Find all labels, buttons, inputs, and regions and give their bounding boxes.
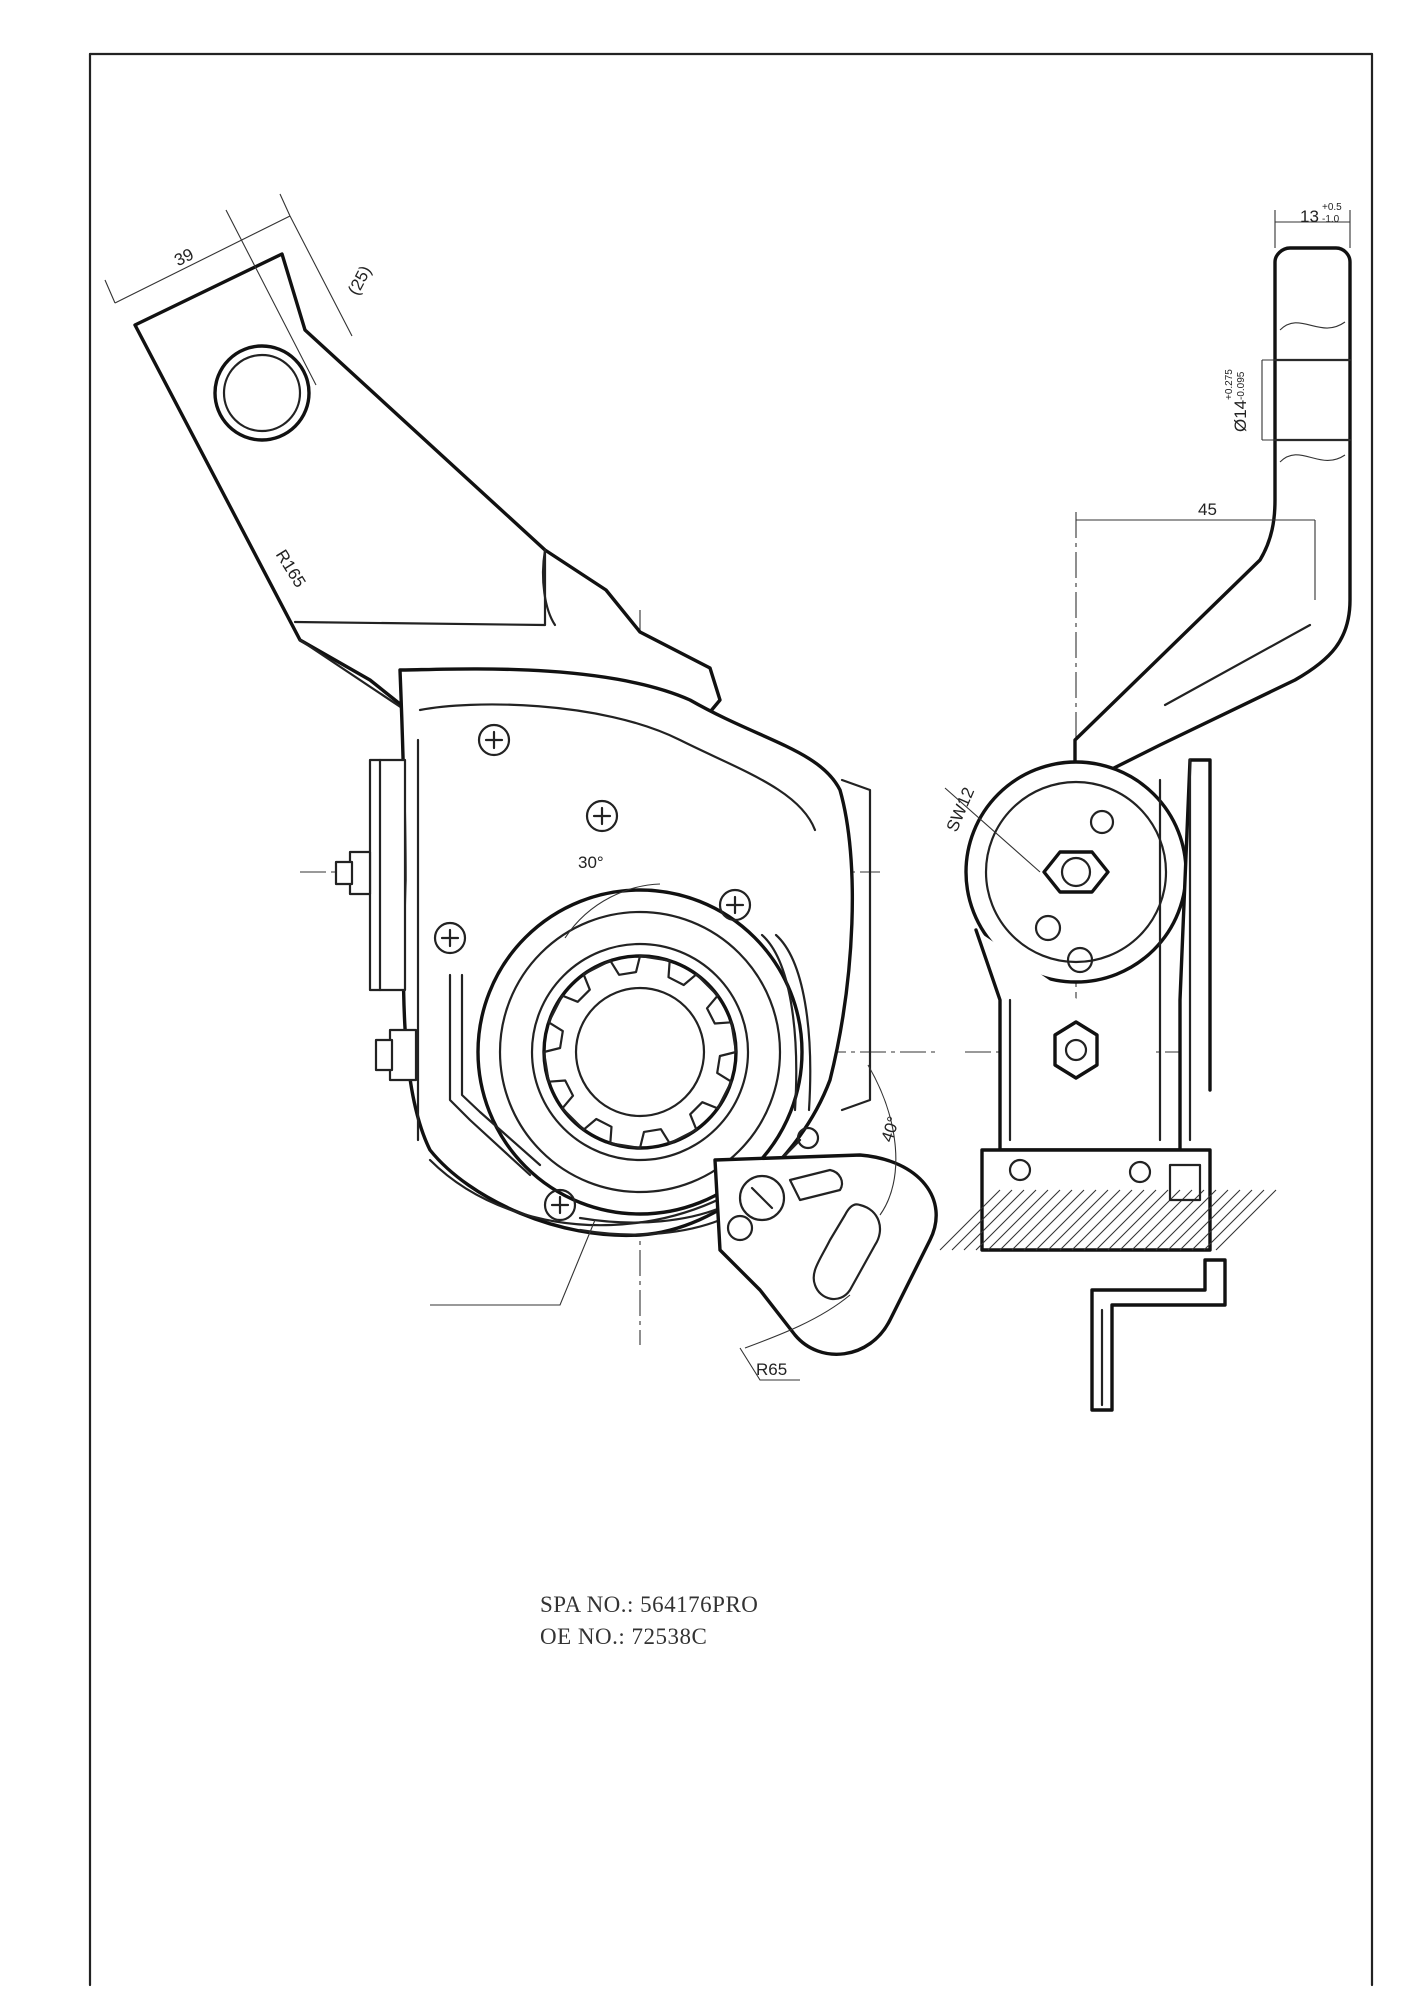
- hatch-line: [1203, 1189, 1265, 1251]
- hatch-line: [1035, 1189, 1097, 1251]
- dim-angle-side: 40°: [877, 1114, 903, 1144]
- section-hatch: [939, 1189, 1277, 1251]
- spline-profile: [542, 954, 738, 1150]
- hatch-line: [1011, 1189, 1073, 1251]
- dim-thickness: 13: [1300, 207, 1319, 226]
- side-view: [939, 210, 1352, 1412]
- dim-hole-dia: Ø14: [1231, 400, 1250, 432]
- screw-heads: [433, 723, 752, 1222]
- hatch-line: [987, 1189, 1049, 1251]
- hatch-line: [1107, 1189, 1169, 1251]
- hatch-line: [1215, 1189, 1277, 1251]
- hatch-line: [939, 1189, 1001, 1251]
- dim-arm-offset: (25): [344, 263, 375, 299]
- dim-arm-width: 39: [171, 245, 196, 271]
- dim-thickness-tol-upper: +0.5: [1322, 202, 1342, 213]
- hatch-line: [1071, 1189, 1133, 1251]
- bore-circle: [574, 986, 706, 1118]
- hatch-line: [1023, 1189, 1085, 1251]
- hatch-line: [1083, 1189, 1145, 1251]
- oe-number: OE NO.: 72538C: [540, 1624, 708, 1649]
- spline-teeth: [542, 954, 738, 1150]
- hatch-line: [1155, 1189, 1217, 1251]
- dim-hole-tol-lower: -0.095: [1236, 371, 1247, 400]
- dim-side-offset: 45: [1198, 500, 1217, 519]
- hatch-line: [999, 1189, 1061, 1251]
- dim-thickness-tol-lower: -1.0: [1322, 214, 1340, 225]
- hatch-line: [1179, 1189, 1241, 1251]
- hatch-line: [1047, 1189, 1109, 1251]
- spa-number: SPA NO.: 564176PRO: [540, 1592, 759, 1617]
- hatch-line: [951, 1189, 1013, 1251]
- hatch-line: [1167, 1189, 1229, 1251]
- dim-wrench-size: SW12: [943, 785, 979, 835]
- hatch-line: [1059, 1189, 1121, 1251]
- hatch-line: [1191, 1189, 1253, 1251]
- hatch-line: [963, 1189, 1025, 1251]
- drawing-frame: [88, 52, 1374, 1987]
- dim-angle-top: 30°: [578, 853, 604, 872]
- dim-lever-radius: R65: [756, 1360, 787, 1379]
- front-view: [104, 193, 938, 1381]
- dim-hole-tol-upper: +0.275: [1224, 369, 1235, 400]
- hatch-line: [975, 1189, 1037, 1251]
- hatch-line: [1095, 1189, 1157, 1251]
